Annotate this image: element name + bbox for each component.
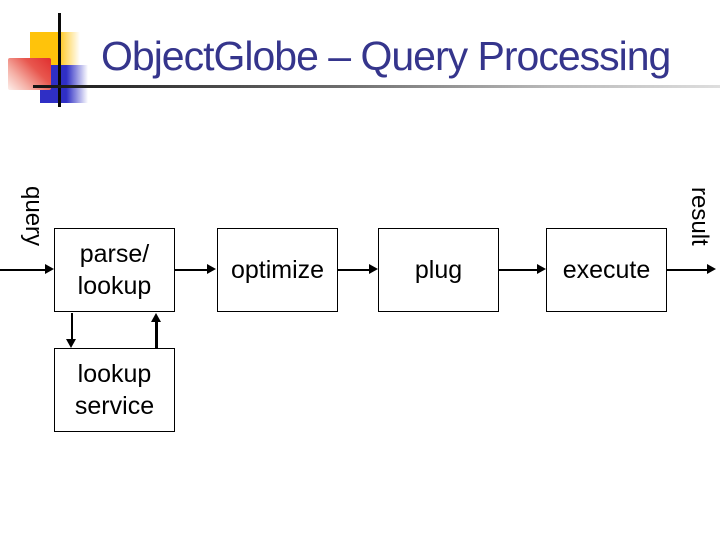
flow-box-label-line: plug [414, 256, 463, 284]
arrow-parse-to-optimize [175, 268, 209, 271]
arrow-parse-to-lookup-service [70, 313, 73, 340]
title-underline-rule [33, 85, 720, 88]
flow-box-plug: plug [378, 228, 499, 312]
flow-box-parse-lookup: parse/ lookup [54, 228, 175, 312]
arrow-execute-to-result [667, 268, 708, 271]
flow-box-label-line: execute [562, 256, 651, 284]
arrowhead-right-icon [537, 264, 546, 275]
arrow-plug-to-execute [499, 268, 538, 271]
logo-red-square-icon [8, 58, 51, 90]
arrowhead-right-icon [207, 264, 216, 275]
flow-box-label-line: service [74, 392, 155, 420]
flow-box-execute: execute [546, 228, 667, 312]
flow-box-label-line: optimize [230, 256, 325, 284]
arrow-lookup-service-to-parse [155, 322, 158, 348]
arrow-optimize-to-plug [338, 268, 370, 271]
flow-box-label-line: parse/ [79, 240, 150, 268]
page-title: ObjectGlobe – Query Processing [101, 33, 671, 79]
logo-crosshair-vertical-line [58, 13, 61, 107]
flow-box-lookup-service: lookup service [54, 348, 175, 432]
flow-box-optimize: optimize [217, 228, 338, 312]
arrowhead-right-icon [707, 264, 716, 275]
arrowhead-right-icon [45, 264, 54, 275]
flow-box-label-line: lookup [77, 360, 152, 388]
output-label-result: result [686, 187, 713, 246]
arrowhead-up-icon [150, 313, 161, 322]
arrowhead-down-icon [66, 339, 77, 348]
flow-box-label-line: lookup [77, 272, 152, 300]
arrowhead-right-icon [369, 264, 378, 275]
input-label-query: query [20, 186, 47, 247]
arrow-query-to-parse [0, 268, 46, 271]
